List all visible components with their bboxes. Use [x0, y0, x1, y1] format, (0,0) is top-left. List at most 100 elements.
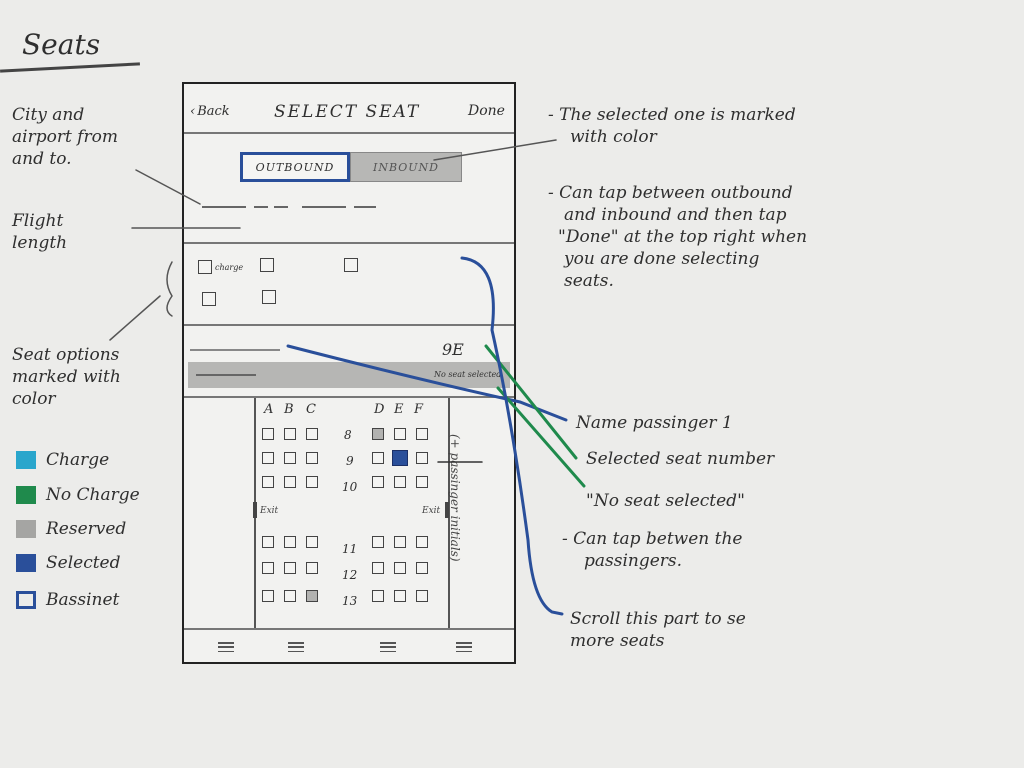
header-divider — [184, 132, 514, 134]
done-button[interactable]: Done — [468, 103, 505, 119]
seat-map[interactable]: A B C D E F 8 9 10 Exit Exit — [253, 398, 450, 628]
screen-title: SELECT SEAT — [274, 102, 421, 122]
seat-11b[interactable] — [284, 536, 296, 548]
seat-column-label: F — [414, 402, 424, 417]
seat-option-checkbox[interactable] — [198, 260, 212, 274]
seat-8d[interactable] — [372, 428, 384, 440]
legend-item-reserved: Reserved — [16, 519, 126, 539]
seat-9c[interactable] — [306, 452, 318, 464]
legend-item-charge: Charge — [16, 450, 109, 470]
seat-option-checkbox[interactable] — [344, 258, 358, 272]
seat-option[interactable] — [260, 258, 277, 272]
seat-9d[interactable] — [372, 452, 384, 464]
seat-11d[interactable] — [372, 536, 384, 548]
trip-toggle: OUTBOUND INBOUND — [240, 152, 462, 182]
note-line: Scroll this part to se — [570, 609, 746, 629]
tab-outbound[interactable]: OUTBOUND — [240, 152, 350, 182]
tab-bar-icon[interactable] — [288, 642, 304, 652]
note-line: more seats — [570, 631, 665, 651]
seat-option[interactable]: charge — [198, 260, 243, 274]
seat-12b[interactable] — [284, 562, 296, 574]
tab-bar-icon[interactable] — [456, 642, 472, 652]
no-seat-connector — [496, 386, 586, 488]
seat-12d[interactable] — [372, 562, 384, 574]
seat-option-checkbox[interactable] — [262, 290, 276, 304]
seat-row-number: 13 — [342, 594, 358, 608]
flight-length-annotation: Flight length — [12, 210, 67, 254]
passenger-row-2[interactable]: No seat selected — [188, 362, 510, 388]
seat-8f[interactable] — [416, 428, 428, 440]
seat-options-connector — [109, 295, 161, 341]
tab-bar-icon[interactable] — [380, 642, 396, 652]
passengers-divider — [184, 396, 514, 398]
note-line: - Can tap betwen the — [562, 529, 743, 549]
seat-13b[interactable] — [284, 590, 296, 602]
seat-13d[interactable] — [372, 590, 384, 602]
seat-10c[interactable] — [306, 476, 318, 488]
legend-item-selected: Selected — [16, 553, 121, 573]
seat-10e[interactable] — [394, 476, 406, 488]
seat-row-number: 12 — [342, 568, 358, 582]
seat-12f[interactable] — [416, 562, 428, 574]
route-connector — [135, 169, 201, 205]
seat-option[interactable] — [262, 290, 279, 304]
seat-10f[interactable] — [416, 476, 428, 488]
seat-13e[interactable] — [394, 590, 406, 602]
seat-9f[interactable] — [416, 452, 428, 464]
chevron-left-icon: ‹ — [190, 104, 196, 119]
tabbar-divider — [184, 628, 514, 630]
seat-column-label: D — [374, 402, 385, 417]
legend-label: Bassinet — [46, 590, 120, 610]
seat-option-checkbox[interactable] — [202, 292, 216, 306]
selected-seat-number-note: Selected seat number — [586, 449, 775, 469]
seat-row-number: 9 — [346, 454, 354, 468]
scroll-seats-note: Scroll this part to se more seats — [570, 608, 746, 652]
legend-swatch — [16, 591, 36, 609]
seat-12a[interactable] — [262, 562, 274, 574]
seat-8a[interactable] — [262, 428, 274, 440]
seat-13a[interactable] — [262, 590, 274, 602]
seat-13c[interactable] — [306, 590, 318, 602]
route-divider — [184, 242, 514, 244]
selected-marked-note: - The selected one is marked with color — [548, 104, 796, 148]
scroll-connector — [460, 256, 564, 616]
seat-11c[interactable] — [306, 536, 318, 548]
seat-9b[interactable] — [284, 452, 296, 464]
seat-option-checkbox[interactable] — [260, 258, 274, 272]
seat-12e[interactable] — [394, 562, 406, 574]
seat-options-brace — [166, 261, 173, 317]
seat-row-number: 10 — [342, 480, 358, 494]
seat-11a[interactable] — [262, 536, 274, 548]
tab-inbound[interactable]: INBOUND — [350, 152, 462, 182]
seat-8b[interactable] — [284, 428, 296, 440]
seat-column-label: C — [306, 402, 316, 417]
seat-11e[interactable] — [394, 536, 406, 548]
seat-12c[interactable] — [306, 562, 318, 574]
seat-option[interactable] — [202, 292, 219, 306]
tab-bar-icon[interactable] — [218, 642, 234, 652]
tap-toggle-note: - Can tap between outbound and inbound a… — [548, 182, 807, 292]
back-button[interactable]: ‹ Back — [190, 104, 230, 119]
seat-options: charge — [198, 256, 438, 316]
seat-option[interactable] — [344, 258, 361, 272]
legend-swatch — [16, 520, 36, 538]
seat-9e-selected[interactable] — [392, 450, 408, 466]
route-annotation-line: airport from — [12, 127, 118, 147]
passenger-row-1[interactable]: 9E — [184, 340, 514, 360]
seat-11f[interactable] — [416, 536, 428, 548]
seat-13f[interactable] — [416, 590, 428, 602]
seat-8c[interactable] — [306, 428, 318, 440]
options-divider — [184, 324, 514, 326]
route-info — [202, 200, 402, 214]
seat-10a[interactable] — [262, 476, 274, 488]
seat-options-annotation-line: Seat options — [12, 345, 120, 365]
seat-10b[interactable] — [284, 476, 296, 488]
seat-10d[interactable] — [372, 476, 384, 488]
seat-9a[interactable] — [262, 452, 274, 464]
seat-8e[interactable] — [394, 428, 406, 440]
phone-frame: ‹ Back SELECT SEAT Done OUTBOUND INBOUND… — [182, 82, 516, 664]
tap-passengers-note: - Can tap betwen the passingers. — [562, 528, 742, 572]
back-button-label: Back — [197, 104, 230, 119]
seat-options-annotation: Seat options marked with color — [12, 344, 121, 410]
route-annotation: City and airport from and to. — [12, 104, 118, 170]
